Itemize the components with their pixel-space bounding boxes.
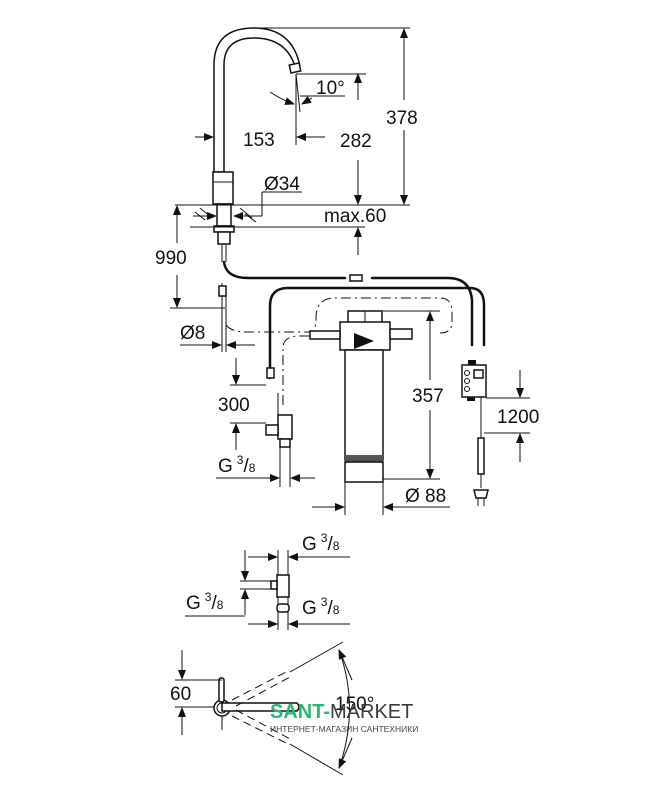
label-valve-hose: 300 [218,395,250,416]
base-offset-dimension [175,650,222,735]
tee-fitting [240,550,290,630]
label-spout-height: 282 [340,131,372,152]
watermark-brand-green: SANT [270,701,324,723]
hose-length-dimension [170,205,225,309]
tee-side-dimension [185,550,249,617]
label-filter-height: 357 [412,386,444,407]
top-view-swivel [213,641,353,776]
label-spout-angle: 10° [316,78,345,99]
control-box [461,360,489,506]
watermark-brand: SANT-MARKET [270,702,418,722]
filter-diameter-dimension [312,482,450,515]
label-filter-diameter: Ø 88 [405,486,446,507]
spout-angle-dimension [269,73,366,145]
watermark-brand-gray: MARKET [330,701,414,723]
label-base-diameter: Ø34 [264,174,300,195]
label-swivel-angle: 150° [335,694,374,715]
watermark-subtitle: ИНТЕРНЕТ-МАГАЗИН САНТЕХНИКИ [270,724,419,734]
faucet-spout [213,27,302,173]
faucet-base [212,171,235,245]
label-hose-diameter: Ø8 [180,323,205,344]
valve-hose-dimension [230,358,266,450]
label-base-offset: 60 [170,684,191,705]
label-total-height: 378 [386,108,418,129]
label-power-cable: 1200 [497,407,539,428]
power-cable-dimension [484,370,530,462]
hose-lines [218,244,486,380]
watermark: SANT-MARKET ИНТЕРНЕТ-МАГАЗИН САНТЕХНИКИ [270,702,418,734]
filter-height-dimension [383,310,440,480]
label-hose-length: 990 [155,248,187,269]
angle-valve [265,393,293,487]
label-spout-reach: 153 [243,130,275,151]
filter-cartridge [309,310,413,483]
label-max-deck-thickness: max.60 [324,206,386,227]
total-height-dimension [254,27,410,205]
watermark-brand-dash: - [323,701,331,723]
base-diameter-dimension [193,191,302,220]
